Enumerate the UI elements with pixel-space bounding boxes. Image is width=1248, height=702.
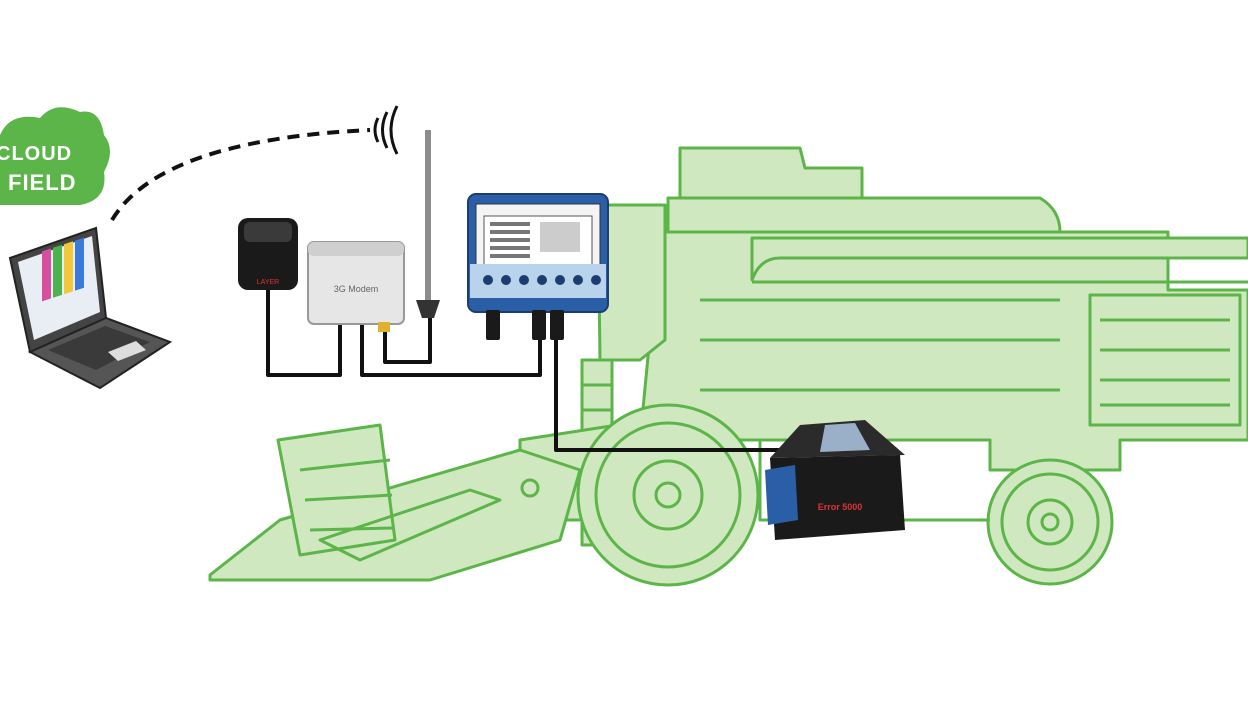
cables	[266, 290, 800, 452]
gps-receiver: LAYER	[238, 218, 298, 290]
signal-icon	[373, 105, 399, 155]
gps-label: LAYER	[257, 279, 279, 286]
modem-cable	[360, 322, 542, 377]
modem-3g: 3G Modem	[307, 241, 405, 332]
laptop-screen-chart	[42, 237, 84, 302]
terminal-buttons	[483, 275, 601, 285]
wireless-link-dashed	[110, 128, 371, 222]
cloud-icon	[0, 107, 110, 205]
control-terminal	[467, 193, 609, 340]
antenna-cable	[383, 300, 432, 364]
modem-label: 3G Modem	[334, 284, 379, 294]
laptop-icon	[8, 226, 173, 390]
sensor-cable	[554, 330, 800, 452]
cloud-logo-line1: CLOUD	[0, 143, 72, 165]
antenna	[416, 130, 440, 318]
sensor-label: Error 5000	[818, 502, 863, 512]
cloud-field-logo: CLOUD FIELD	[0, 107, 110, 205]
sensor-box: Error 5000	[765, 420, 905, 540]
combine-harvester	[208, 146, 1248, 587]
terminal-connectors	[486, 310, 564, 340]
cloud-logo-line2: FIELD	[8, 170, 77, 195]
gps-cable	[266, 290, 342, 377]
terminal-screen-rows	[490, 222, 580, 258]
